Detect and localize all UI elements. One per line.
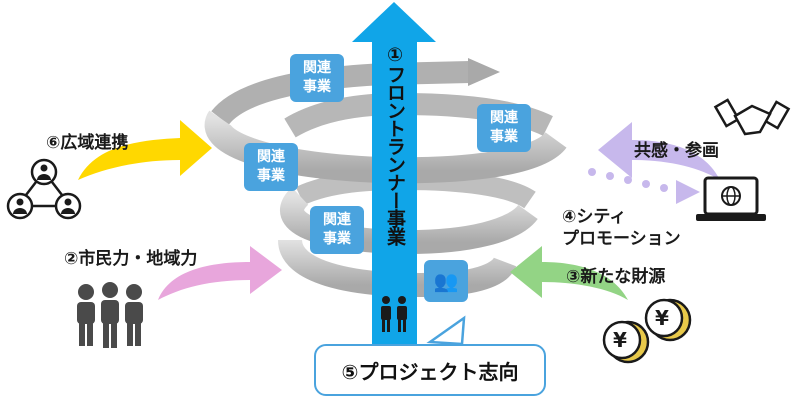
related-business-box-1: 関連 事業 <box>290 54 344 102</box>
people-box: 👥 <box>424 260 468 302</box>
purple-arrow <box>598 122 720 180</box>
coins-icon <box>602 298 692 364</box>
regional-cooperation-label: ⑥広域連携 <box>46 133 129 153</box>
yen-symbol-1: ¥ <box>655 306 669 330</box>
pink-arrow <box>158 246 282 300</box>
related-line1: 関連 <box>323 212 351 228</box>
city-promotion-label-2: プロモーション <box>562 229 681 249</box>
related-line2: 事業 <box>490 129 518 145</box>
handshake-icon <box>713 98 791 136</box>
new-finance-label: ③新たな財源 <box>566 267 666 287</box>
related-line1: 関連 <box>303 60 331 76</box>
dotted-line <box>588 168 668 192</box>
city-promotion-label-1: ④シティ <box>562 207 627 227</box>
people-group-icon <box>77 282 143 348</box>
callout-tail <box>426 315 466 346</box>
spiral-arrowhead <box>468 58 500 86</box>
related-business-box-3: 関連 事業 <box>244 143 298 191</box>
frontrunner-title: ①フロントランナー事業 <box>384 44 406 245</box>
related-line1: 関連 <box>490 110 518 126</box>
related-line2: 事業 <box>323 231 351 247</box>
related-business-box-2: 関連 事業 <box>477 104 531 152</box>
related-line2: 事業 <box>303 79 331 95</box>
related-line1: 関連 <box>257 149 285 165</box>
yen-symbol-2: ¥ <box>613 328 627 352</box>
related-business-box-4: 関連 事業 <box>310 206 364 254</box>
project-oriented-callout: ⑤プロジェクト志向 <box>314 344 546 396</box>
center-arrow <box>352 2 436 395</box>
yellow-arrow <box>78 120 212 180</box>
citizen-power-label: ②市民力・地域力 <box>64 249 198 269</box>
people-box-icon: 👥 <box>433 268 459 293</box>
related-line2: 事業 <box>257 168 285 184</box>
dotted-arrowhead <box>676 180 700 204</box>
green-arrow <box>510 246 628 300</box>
arrow-people-icon <box>381 296 407 332</box>
network-person-glyphs <box>13 164 75 214</box>
laptop-icon <box>696 176 766 221</box>
callout-text: ⑤プロジェクト志向 <box>341 359 519 384</box>
empathy-participation-label: 共感・参画 <box>634 141 719 161</box>
